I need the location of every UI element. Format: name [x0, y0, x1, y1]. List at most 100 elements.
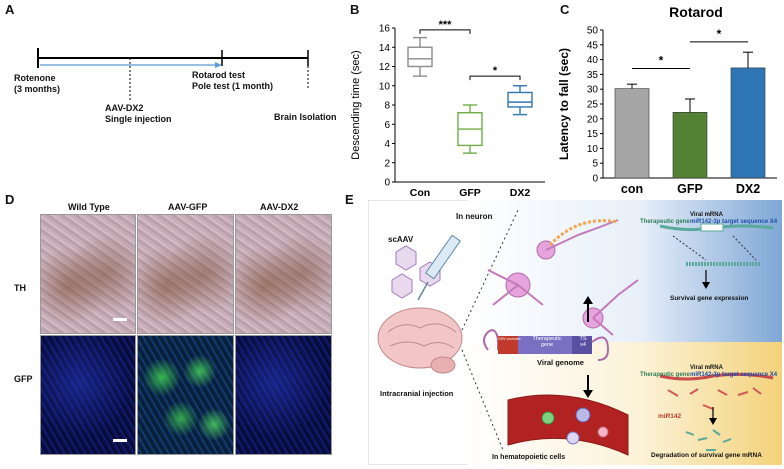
significance-label: * [493, 65, 498, 77]
y-tick-label: 10 [379, 81, 391, 92]
rotarod-test-label: Rotarod test [192, 70, 246, 80]
viral-genome-label: Viral genome [537, 358, 584, 367]
scale-bar [113, 439, 127, 442]
row-label-th: TH [14, 283, 26, 293]
aav-particles [391, 245, 441, 299]
y-axis-label: Latency to fall (sec) [557, 48, 571, 160]
scaav-label: scAAV [388, 235, 414, 244]
panel-label-c: C [560, 2, 570, 17]
degradation-label: Degradation of survival gene mRNA [651, 452, 762, 459]
col-header-aav-gfp: AAV-GFP [168, 202, 208, 212]
neuron-cells [487, 219, 639, 336]
y-tick-label: 45 [587, 40, 599, 51]
zoom-line-bottom [461, 349, 504, 451]
therapeutic-gene-box [518, 336, 572, 354]
micro-gfp-aav-gfp [137, 335, 234, 455]
bar-con [614, 88, 650, 179]
x-tick-label: GFP [459, 187, 481, 199]
box-dx2 [507, 91, 533, 108]
micro-th-aav-dx2 [235, 214, 332, 334]
y-tick-label: 0 [592, 174, 598, 185]
bar-gfp [672, 111, 708, 179]
y-tick-label: 10 [587, 144, 599, 155]
promoter-label: CMV promoter [498, 337, 521, 341]
micro-th-aav-gfp [137, 214, 234, 334]
panel-label-e: E [345, 192, 354, 207]
target-site-top [700, 223, 724, 232]
y-tick-label: 12 [379, 62, 391, 73]
mir142-label: miR142 [658, 413, 682, 420]
timeline-arrow-head [215, 62, 222, 68]
rotenone-label: Rotenone [14, 73, 56, 83]
scale-bar [113, 318, 127, 321]
y-tick-label: 2 [384, 158, 390, 169]
viral-genome [483, 329, 610, 361]
target-sequence-label-bottom: miR142-3p target sequence X4 [690, 372, 778, 378]
chart-title: Rotarod [669, 4, 723, 20]
x-tick-label: con [621, 182, 643, 196]
blood-cell [566, 431, 580, 445]
significance-label: *** [439, 19, 453, 31]
blood-cell [541, 411, 555, 425]
col-header-aav-dx2: AAV-DX2 [260, 202, 299, 212]
y-tick-label: 14 [379, 43, 391, 54]
panel-label-a: A [5, 2, 15, 17]
timeline-diagram [37, 48, 309, 100]
bar-dx2 [730, 67, 766, 179]
blood-cell [597, 426, 609, 438]
x-tick-label: GFP [677, 182, 703, 196]
target-sequence-box-label: TS x4 [579, 336, 587, 348]
y-tick-label: 8 [384, 101, 390, 112]
y-axis-label: Descending time (sec) [350, 50, 362, 159]
pole-test-label: Pole test (1 month) [192, 81, 274, 91]
y-tick-label: 4 [384, 139, 390, 150]
axon [548, 219, 619, 247]
y-tick-label: 6 [384, 120, 390, 131]
promoter-box [498, 336, 518, 354]
micro-th-wild-type [40, 214, 136, 334]
significance-label: * [659, 53, 664, 67]
box-con [407, 46, 433, 68]
brain-icon [377, 307, 463, 374]
target-sequence-box [572, 336, 592, 354]
single-injection-label: Single injection [105, 114, 172, 124]
mir142-strands [667, 387, 762, 410]
micro-gfp-wild-type [40, 335, 136, 455]
x-tick-label: DX2 [510, 187, 531, 199]
syringe-icon [417, 234, 461, 301]
brain-isolation-label: Brain Isolation [274, 112, 337, 122]
in-neuron-label: In neuron [456, 212, 493, 221]
hematopoietic-label: In hematopoietic cells [492, 454, 566, 461]
y-tick-label: 0 [384, 178, 390, 189]
y-tick-label: 20 [587, 114, 599, 125]
schematic-diagram [368, 200, 782, 465]
neuron-region [468, 200, 782, 342]
y-tick-label: 35 [587, 70, 599, 81]
col-header-wild-type: Wild Type [68, 202, 110, 212]
intracranial-injection-label: Intracranial injection [380, 389, 454, 398]
aav-label: AAV-DX2 [105, 103, 144, 113]
therapeutic-gene-label-bottom: Therapeutic gene [640, 372, 690, 378]
blood-cell [575, 407, 591, 423]
therapeutic-gene-box-label: Therapeutic gene [532, 336, 562, 348]
y-tick-label: 15 [587, 129, 599, 140]
therapeutic-gene-label-top: Therapeutic gene [640, 219, 690, 225]
x-tick-label: DX2 [736, 182, 760, 196]
significance-bracket [469, 75, 521, 81]
x-tick-label: Con [410, 187, 430, 199]
micro-gfp-aav-dx2 [235, 335, 332, 455]
degraded-fragments [685, 429, 732, 451]
target-sequence-label-top: miR142-3p target sequence X4 [690, 219, 778, 225]
row-label-gfp: GFP [14, 374, 33, 384]
rotenone-duration: (3 months) [14, 84, 60, 94]
viral-mrna-bottom [659, 372, 774, 381]
y-tick-label: 5 [592, 159, 598, 170]
viral-mrna-label-bottom: Viral mRNA [690, 365, 723, 371]
y-tick-label: 40 [587, 55, 599, 66]
significance-label: * [717, 27, 722, 41]
y-tick-label: 50 [587, 26, 599, 37]
significance-bracket [419, 29, 471, 34]
blood-vessel [507, 394, 629, 456]
